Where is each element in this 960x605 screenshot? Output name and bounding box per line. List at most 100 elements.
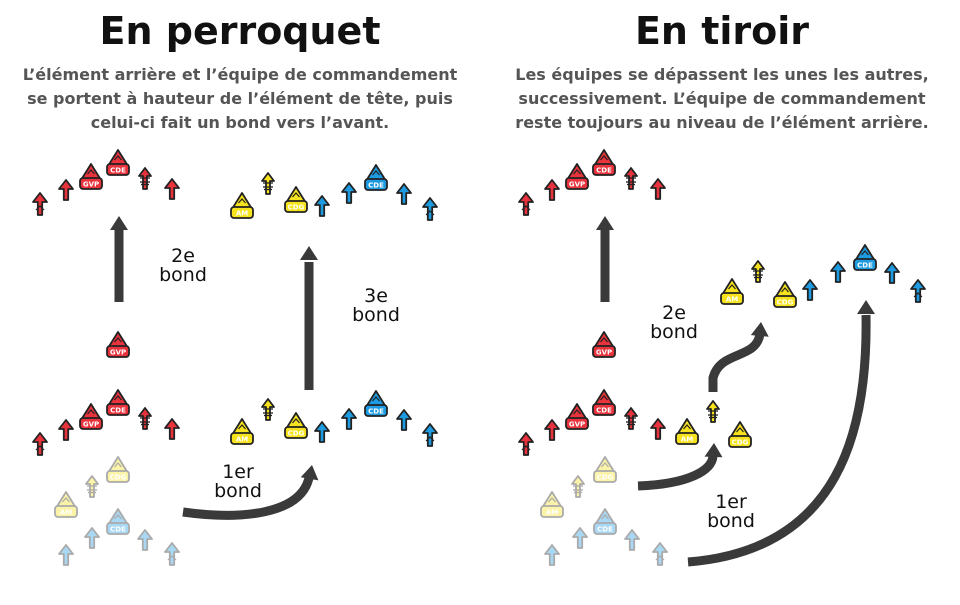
antenna-arrow-icon — [706, 400, 720, 423]
triangle-icon: AM — [230, 418, 254, 445]
curved-arrow-icon — [637, 443, 723, 491]
unit-tag-label: GVP — [83, 421, 99, 429]
arrow-up-icon — [314, 195, 330, 217]
arrow-up-icon — [650, 178, 666, 200]
arrow-up-icon — [396, 409, 412, 431]
right-yellow-team-level1: AM CDG — [675, 400, 752, 448]
unit-tag-label: AM — [681, 436, 693, 444]
triangle-icon: AM — [720, 278, 744, 305]
arrow-up-icon — [341, 408, 357, 430]
double-arrow-icon — [518, 432, 534, 456]
antenna-arrow-icon — [138, 167, 152, 190]
unit-tag-label: CDE — [110, 167, 126, 175]
triangle-icon: AM — [540, 491, 564, 518]
right-forward-team: AM CDG CDE — [720, 244, 926, 308]
unit-tag-label: GVP — [110, 349, 126, 357]
antenna-arrow-icon — [751, 260, 765, 283]
arrow-up-icon — [84, 527, 100, 549]
unit-tag-label: CDE — [596, 407, 612, 415]
arrow-up-icon — [164, 418, 180, 440]
arrow-up-icon — [58, 179, 74, 201]
curved-arrow-icon — [687, 300, 875, 567]
curved-arrow-icon — [110, 216, 128, 302]
triangle-icon: GVP — [79, 403, 103, 430]
unit-tag-label: CDE — [368, 182, 384, 190]
triangle-icon: CDE — [593, 508, 617, 535]
triangle-icon: GVP — [565, 163, 589, 190]
left-subtitle-line: L’élément arrière et l’équipe de command… — [23, 65, 458, 84]
triangle-icon: CDG — [284, 186, 308, 213]
triangle-icon: GVP — [565, 403, 589, 430]
double-arrow-icon — [910, 279, 926, 303]
unit-tag-label: AM — [546, 509, 558, 517]
left-rear-red-element: GVP CDE — [32, 389, 180, 456]
unit-tag-label: CDE — [110, 407, 126, 415]
antenna-arrow-icon — [261, 172, 275, 195]
triangle-icon: AM — [230, 192, 254, 219]
arrow-up-icon — [802, 279, 818, 301]
unit-tag-label: GVP — [569, 181, 585, 189]
arrow-up-icon — [544, 179, 560, 201]
curved-arrow-icon — [708, 322, 769, 392]
triangle-icon: CDG — [593, 456, 617, 483]
curved-arrow-icon — [300, 246, 318, 390]
unit-tag-label: CDG — [732, 439, 749, 447]
antenna-arrow-icon — [624, 407, 638, 430]
arrow-up-icon — [314, 421, 330, 443]
left-head-mixed-element: AM CDG CDE — [230, 164, 438, 221]
double-arrow-icon — [652, 542, 668, 566]
triangle-icon: CDE — [106, 149, 130, 176]
antenna-arrow-icon — [261, 398, 275, 421]
left-ghost-previous-position: CDG AM CDE — [54, 456, 180, 566]
triangle-icon: CDE — [364, 390, 388, 417]
arrow-up-icon — [164, 178, 180, 200]
unit-tag-label: AM — [236, 210, 248, 218]
right-subtitle-line: reste toujours au niveau de l’élément ar… — [515, 113, 928, 132]
unit-tag-label: CDE — [857, 262, 873, 270]
double-arrow-icon — [518, 192, 534, 216]
triangle-icon: CDG — [106, 456, 130, 483]
right-rear-red-element: GVP CDE — [518, 389, 666, 456]
triangle-icon: AM — [675, 418, 699, 445]
triangle-icon: CDE — [106, 508, 130, 535]
bond-label-line: bond — [159, 264, 207, 286]
bond-label-line: 1er — [715, 491, 747, 513]
bond-label-line: 3e — [364, 285, 388, 307]
double-arrow-icon — [422, 197, 438, 221]
double-arrow-icon — [32, 192, 48, 216]
arrow-up-icon — [544, 419, 560, 441]
double-arrow-icon — [422, 423, 438, 447]
left-command-gvp: GVP — [106, 331, 130, 358]
curved-arrow-icon — [182, 465, 319, 520]
bond-label-line: bond — [352, 304, 400, 326]
unit-tag-label: GVP — [596, 349, 612, 357]
right-ghost-previous-position: CDG AM CDE — [540, 456, 668, 566]
unit-tag-label: GVP — [569, 421, 585, 429]
double-arrow-icon — [164, 542, 180, 566]
arrow-up-icon — [572, 527, 588, 549]
bond-label-line: 1er — [222, 461, 254, 483]
arrow-up-icon — [830, 261, 846, 283]
unit-tag-label: AM — [236, 436, 248, 444]
antenna-arrow-icon — [571, 475, 585, 498]
triangle-icon: GVP — [592, 331, 616, 358]
curved-arrow-icon — [596, 216, 614, 302]
left-title: En perroquet — [100, 9, 381, 53]
arrow-up-icon — [58, 544, 74, 566]
triangle-icon: GVP — [106, 331, 130, 358]
triangle-icon: CDE — [106, 389, 130, 416]
right-subtitle-line: Les équipes se dépassent les unes les au… — [515, 65, 929, 84]
bond-label-line: 2e — [662, 302, 686, 324]
bond-label-line: 2e — [171, 245, 195, 267]
triangle-icon: CDE — [592, 389, 616, 416]
unit-tag-label: CDG — [777, 299, 794, 307]
unit-tag-label: AM — [60, 509, 72, 517]
unit-tag-label: CDG — [288, 430, 305, 438]
left-rear-mixed-element: AM CDG CDE — [230, 390, 438, 447]
